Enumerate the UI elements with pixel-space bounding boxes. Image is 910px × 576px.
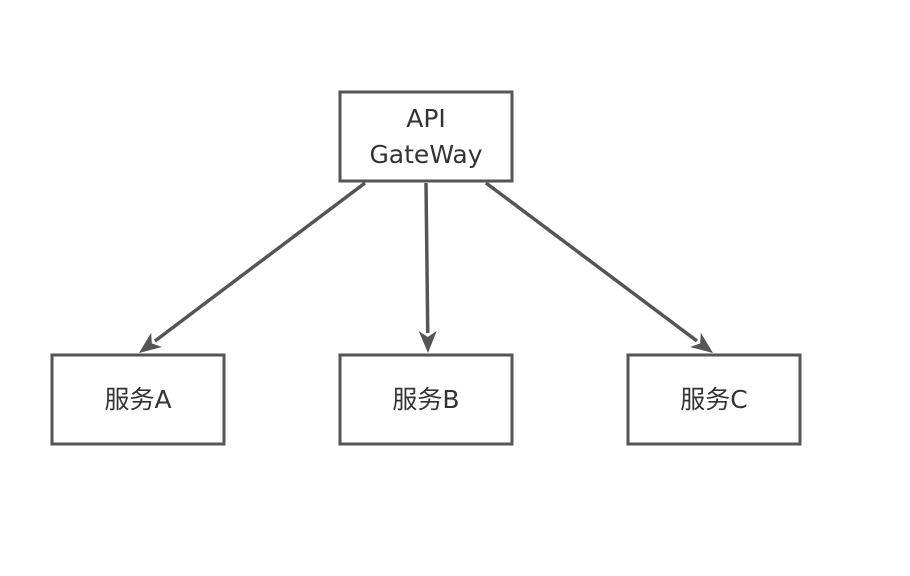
edge-line: [424, 182, 430, 334]
node-label: 服务A: [104, 385, 171, 414]
arrowhead-icon: [418, 330, 437, 353]
edge-gateway-to-service-c: [484, 181, 713, 353]
node-box: [50, 353, 226, 446]
node-service-c: 服务C: [626, 353, 802, 446]
edge-gateway-to-service-b: [418, 182, 437, 353]
arrowhead-icon: [689, 332, 713, 353]
node-label: 服务B: [392, 385, 459, 414]
node-service-b: 服务B: [338, 353, 514, 446]
nodes-layer: API GateWay 服务A 服务B 服务C: [50, 90, 802, 446]
node-label: 服务C: [680, 385, 747, 414]
node-label: API: [406, 104, 446, 133]
arrowhead-icon: [139, 332, 162, 353]
node-service-a: 服务A: [50, 353, 226, 446]
edge-line: [484, 181, 699, 343]
node-box: [338, 90, 514, 183]
node-box: [626, 353, 802, 446]
node-label: GateWay: [369, 140, 482, 169]
edge-line: [153, 181, 367, 343]
node-box: [338, 353, 514, 446]
node-gateway: API GateWay: [338, 90, 514, 183]
edges-layer: [139, 181, 713, 353]
edge-gateway-to-service-a: [139, 181, 367, 353]
